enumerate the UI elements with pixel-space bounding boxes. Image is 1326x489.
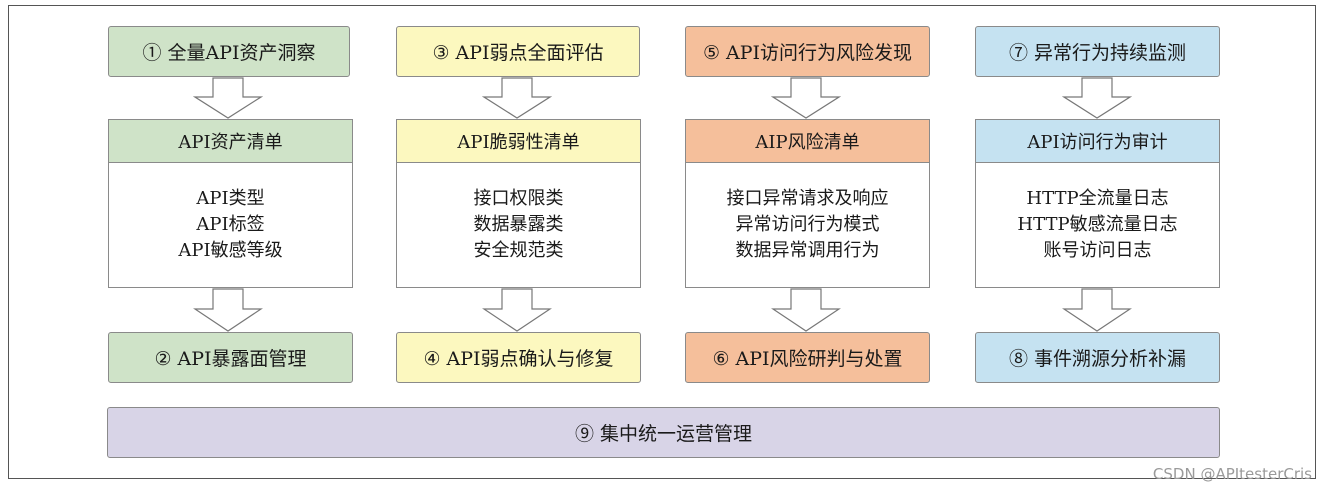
down-arrow-4a [1062, 77, 1132, 119]
card-3-item: 接口异常请求及响应 [726, 188, 889, 209]
card-3-body: 接口异常请求及响应 异常访问行为模式 数据异常调用行为 [686, 163, 929, 287]
down-arrow-3a [771, 77, 841, 119]
card-2-body: 接口权限类 数据暴露类 安全规范类 [397, 163, 640, 287]
card-4-item: HTTP敏感流量日志 [1017, 214, 1178, 235]
api-risk-list-card: AIP风险清单 接口异常请求及响应 异常访问行为模式 数据异常调用行为 [685, 119, 930, 288]
step-8-box: ⑧ 事件溯源分析补漏 [975, 332, 1220, 383]
card-2-item: 数据暴露类 [473, 214, 564, 235]
card-4-title: API访问行为审计 [976, 120, 1219, 163]
card-2-item: 接口权限类 [473, 188, 564, 209]
card-1-title: API资产清单 [109, 120, 352, 163]
card-3-item: 数据异常调用行为 [735, 240, 880, 261]
step-7-box: ⑦ 异常行为持续监测 [975, 26, 1220, 77]
step-9-label: ⑨ 集中统一运营管理 [574, 423, 753, 445]
step-5-box: ⑤ API访问行为风险发现 [685, 26, 930, 77]
step-8-label: ⑧ 事件溯源分析补漏 [1008, 348, 1187, 370]
step-6-box: ⑥ API风险研判与处置 [685, 332, 930, 383]
down-arrow-4b [1062, 288, 1132, 332]
api-asset-list-card: API资产清单 API类型 API标签 API敏感等级 [108, 119, 353, 288]
watermark: CSDN @APItesterCris [1152, 465, 1312, 483]
card-3-title: AIP风险清单 [686, 120, 929, 163]
card-4-body: HTTP全流量日志 HTTP敏感流量日志 账号访问日志 [976, 163, 1219, 287]
card-2-item: 安全规范类 [473, 240, 564, 261]
step-2-label: ② API暴露面管理 [154, 348, 307, 370]
step-4-label: ④ API弱点确认与修复 [423, 348, 614, 370]
step-2-box: ② API暴露面管理 [108, 332, 353, 383]
card-1-item: API类型 [196, 188, 265, 209]
step-4-box: ④ API弱点确认与修复 [396, 332, 641, 383]
down-arrow-2a [482, 77, 552, 119]
card-4-item: 账号访问日志 [1043, 240, 1152, 261]
diagram-frame [8, 5, 1316, 479]
card-3-item: 异常访问行为模式 [735, 214, 880, 235]
api-vulnerability-list-card: API脆弱性清单 接口权限类 数据暴露类 安全规范类 [396, 119, 641, 288]
card-2-title: API脆弱性清单 [397, 120, 640, 163]
step-3-box: ③ API弱点全面评估 [396, 26, 640, 77]
api-access-audit-card: API访问行为审计 HTTP全流量日志 HTTP敏感流量日志 账号访问日志 [975, 119, 1220, 288]
step-7-label: ⑦ 异常行为持续监测 [1008, 42, 1187, 64]
step-1-box: ① 全量API资产洞察 [108, 26, 350, 77]
down-arrow-2b [482, 288, 552, 332]
card-1-body: API类型 API标签 API敏感等级 [109, 163, 352, 287]
step-3-label: ③ API弱点全面评估 [432, 42, 604, 64]
down-arrow-3b [771, 288, 841, 332]
step-5-label: ⑤ API访问行为风险发现 [702, 42, 913, 64]
card-1-item: API标签 [196, 214, 265, 235]
down-arrow-1b [193, 288, 263, 332]
card-4-item: HTTP全流量日志 [1026, 188, 1169, 209]
card-1-item: API敏感等级 [178, 240, 283, 261]
step-1-label: ① 全量API资产洞察 [142, 42, 316, 64]
step-6-label: ⑥ API风险研判与处置 [712, 348, 903, 370]
step-9-unified-operations-bar: ⑨ 集中统一运营管理 [107, 407, 1220, 458]
down-arrow-1a [193, 77, 263, 119]
